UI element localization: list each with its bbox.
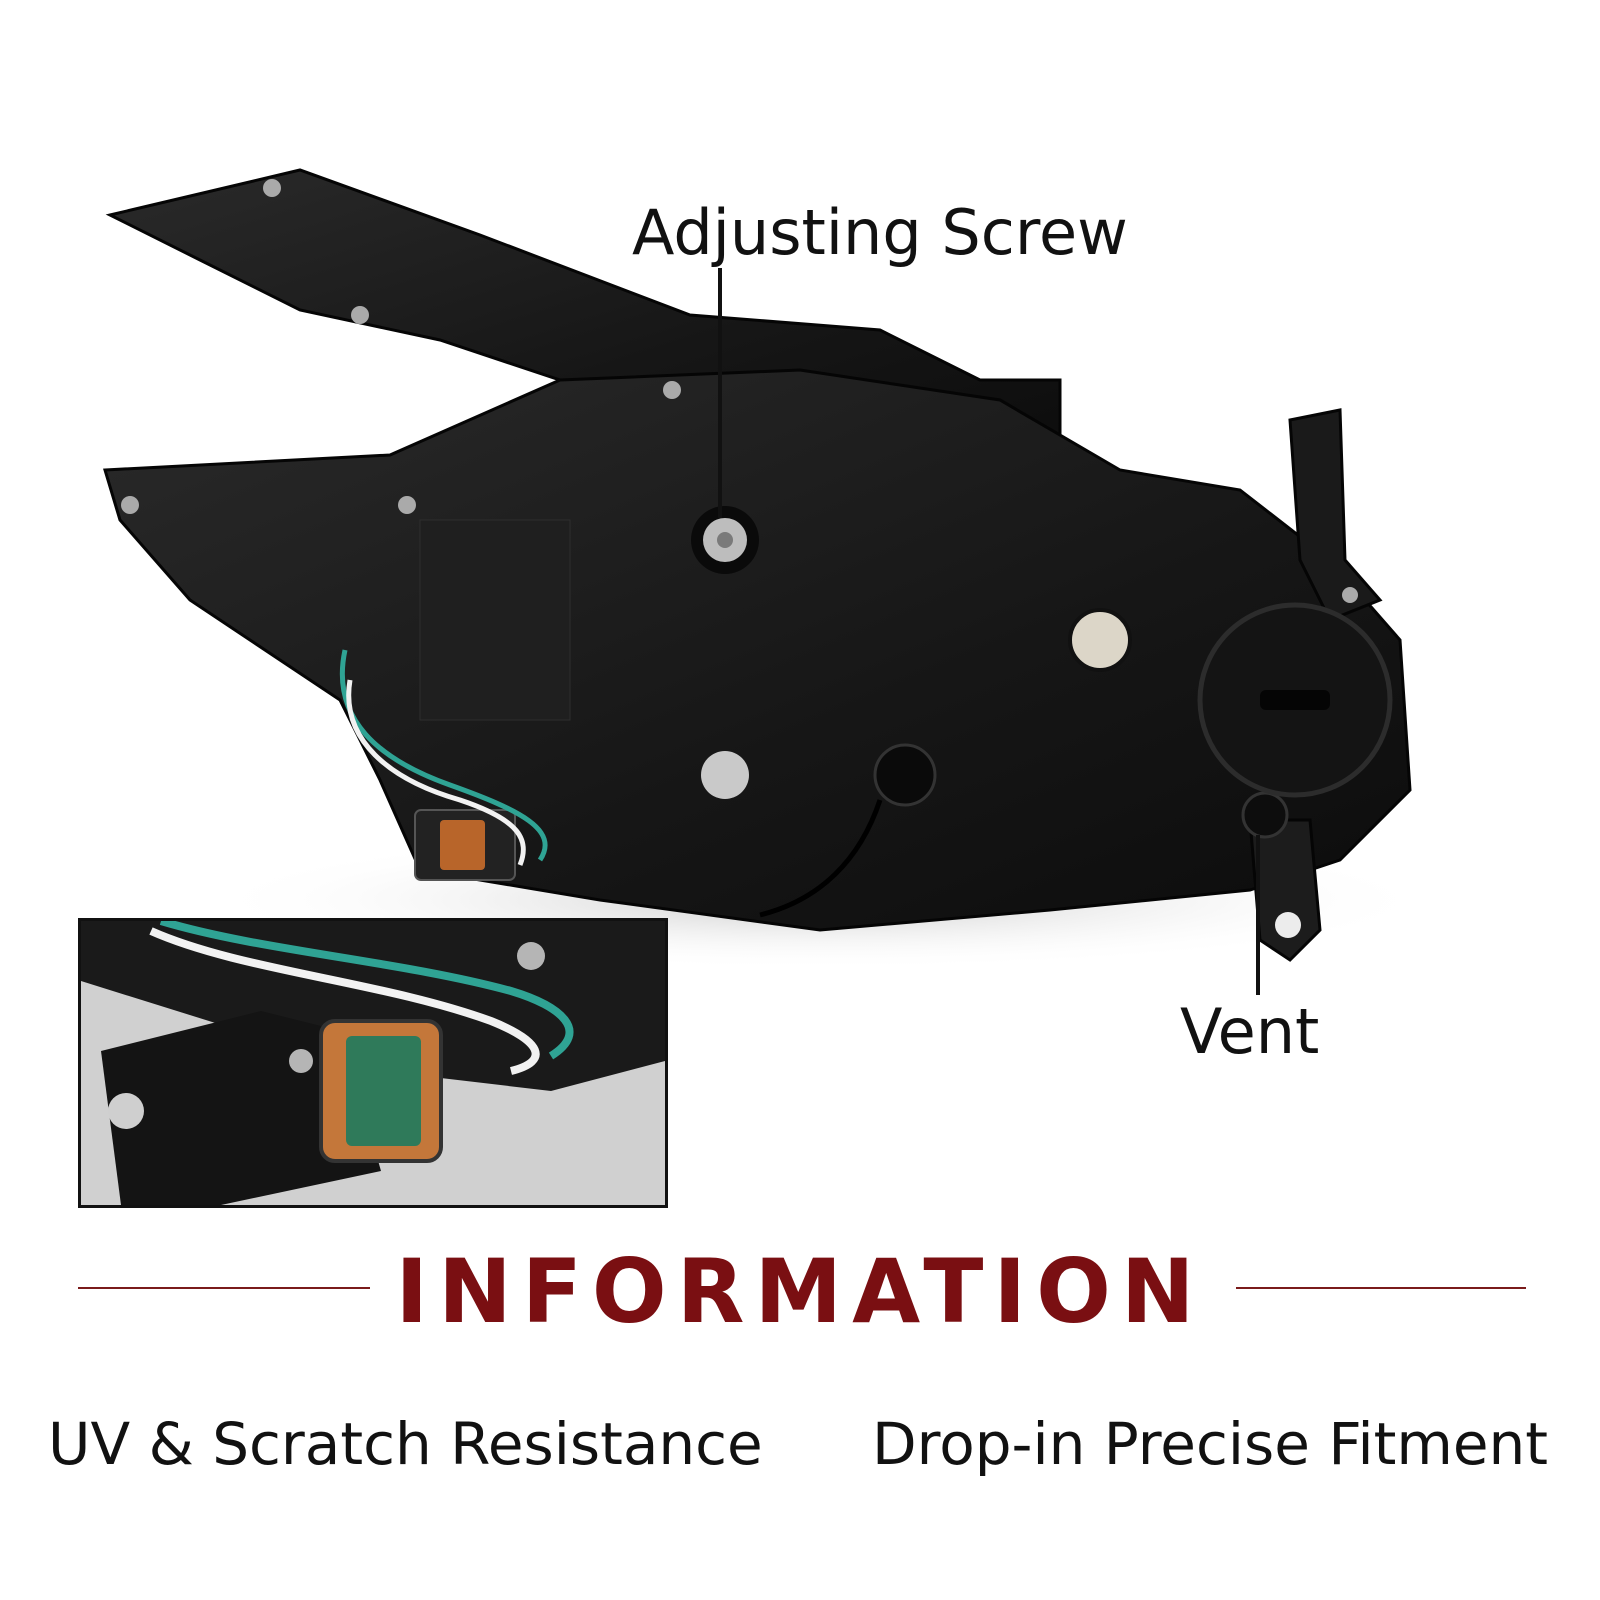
vent-label: Vent (1180, 995, 1320, 1068)
divider-left (78, 1287, 370, 1289)
feature-uv-scratch: UV & Scratch Resistance (48, 1410, 763, 1478)
adjusting-screw-pointer-line (718, 268, 722, 518)
vent-pointer-line (1256, 835, 1260, 995)
feature-drop-in-fitment: Drop-in Precise Fitment (872, 1410, 1549, 1478)
connector-closeup-photo (81, 921, 665, 1205)
adjusting-screw-label: Adjusting Screw (632, 196, 1128, 269)
divider-right (1236, 1287, 1526, 1289)
connector-closeup-inset (78, 918, 668, 1208)
section-title: INFORMATION (395, 1240, 1205, 1343)
